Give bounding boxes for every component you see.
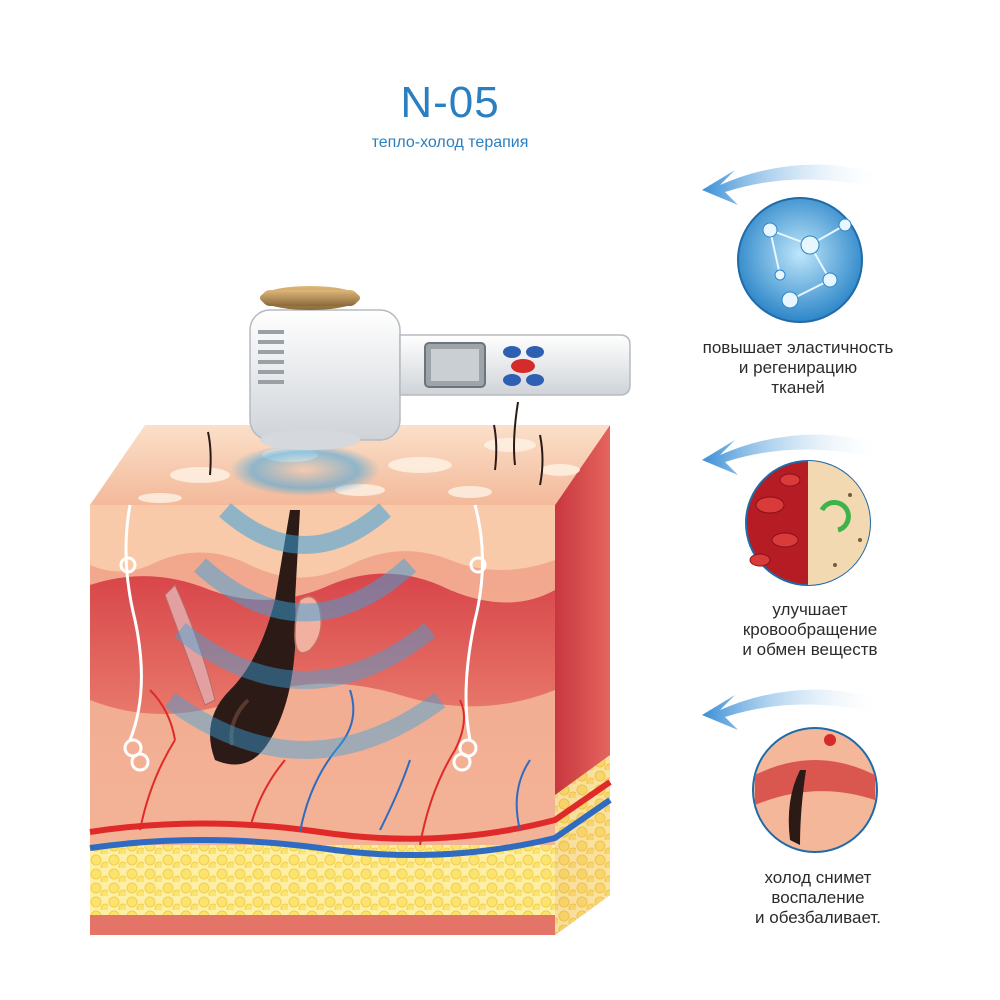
thermal-waves	[164, 444, 446, 759]
device-buttons	[503, 346, 544, 386]
arrow-icon	[702, 164, 885, 205]
molecule-icon	[737, 197, 863, 323]
arrow-icon	[702, 434, 885, 475]
benefit-1-graphic	[702, 164, 885, 323]
artery	[89, 779, 612, 842]
benefit-2-text: улучшает кровообращение и обмен веществ	[742, 600, 878, 659]
vein	[89, 797, 612, 859]
benefit-1-text: повышает эластичность и регенирацию ткан…	[702, 338, 894, 397]
benefit-3-graphic	[702, 689, 885, 853]
hair-follicle	[210, 510, 300, 765]
benefit-2-graphic	[702, 434, 885, 586]
arrector-muscle	[164, 584, 216, 706]
arrow-icon	[702, 689, 885, 730]
benefit-3-text: холод снимет воспаление и обезбаливает.	[755, 868, 881, 927]
skin-block	[89, 401, 612, 935]
page-title: N-05	[400, 78, 500, 127]
page-subtitle: тепло-холод терапия	[371, 134, 529, 151]
therapy-device	[249, 286, 631, 450]
